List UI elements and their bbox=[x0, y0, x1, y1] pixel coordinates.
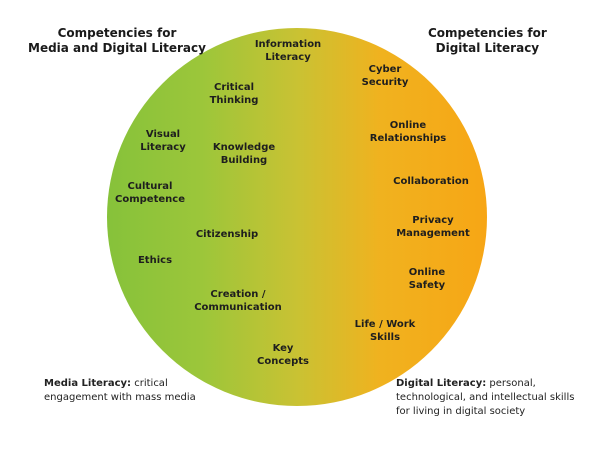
header-line: Digital Literacy bbox=[435, 41, 540, 55]
note-digital-literacy: Digital Literacy: personal, technologica… bbox=[396, 377, 574, 419]
label-line: Online bbox=[389, 120, 427, 131]
note-line: Digital Literacy: personal, bbox=[396, 377, 574, 391]
label-line: Life / Work bbox=[354, 319, 416, 330]
label-line: Citizenship bbox=[195, 229, 259, 240]
header-line: Media and Digital Literacy bbox=[28, 41, 206, 55]
label-visual-literacy: Visual Literacy bbox=[140, 128, 186, 154]
label-knowledge-building: Knowledge Building bbox=[213, 141, 275, 167]
competency-circle bbox=[107, 28, 487, 406]
label-collaboration: Collaboration bbox=[393, 175, 469, 188]
label-line: Skills bbox=[369, 332, 401, 343]
label-line: Relationships bbox=[369, 133, 447, 144]
label-ethics: Ethics bbox=[138, 254, 172, 267]
label-line: Cultural bbox=[127, 181, 173, 192]
label-line: Security bbox=[361, 77, 409, 88]
label-citizenship: Citizenship bbox=[196, 228, 258, 241]
label-key-concepts: Key Concepts bbox=[257, 342, 309, 368]
label-cultural-competence: Cultural Competence bbox=[115, 180, 185, 206]
header-digital: Competencies for Digital Literacy bbox=[428, 26, 547, 56]
label-line: Competence bbox=[115, 194, 185, 205]
label-line: Communication bbox=[194, 302, 282, 313]
label-line: Thinking bbox=[209, 95, 259, 106]
label-online-relationships: Online Relationships bbox=[370, 119, 446, 145]
note-line: Media Literacy: critical bbox=[44, 377, 196, 391]
label-line: Building bbox=[220, 155, 268, 166]
label-line: Concepts bbox=[257, 356, 309, 367]
label-creation-communication: Creation / Communication bbox=[194, 288, 282, 314]
label-line: Cyber bbox=[368, 64, 402, 75]
label-line: Critical bbox=[213, 82, 254, 93]
label-line: Visual bbox=[145, 129, 181, 140]
label-line: Management bbox=[396, 228, 470, 239]
label-information-literacy: Information Literacy bbox=[255, 38, 321, 64]
label-line: Ethics bbox=[137, 255, 173, 266]
header-line: Competencies for bbox=[57, 26, 177, 40]
label-line: Literacy bbox=[265, 52, 311, 63]
note-text: critical bbox=[131, 378, 168, 389]
label-privacy-management: Privacy Management bbox=[396, 214, 470, 240]
note-media-literacy: Media Literacy: critical engagement with… bbox=[44, 377, 196, 405]
note-term: Media Literacy: bbox=[44, 378, 132, 389]
label-life-work-skills: Life / Work Skills bbox=[355, 318, 416, 344]
note-term: Digital Literacy: bbox=[396, 378, 487, 389]
label-line: Online bbox=[408, 267, 446, 278]
label-line: Privacy bbox=[412, 215, 454, 226]
label-line: Creation / bbox=[210, 289, 266, 300]
note-line: technological, and intellectual skills bbox=[396, 392, 575, 403]
label-online-safety: Online Safety bbox=[409, 266, 445, 292]
label-line: Knowledge bbox=[212, 142, 276, 153]
note-line: for living in digital society bbox=[396, 406, 526, 417]
label-cyber-security: Cyber Security bbox=[362, 63, 409, 89]
label-line: Literacy bbox=[140, 142, 186, 153]
label-line: Collaboration bbox=[393, 176, 469, 187]
label-critical-thinking: Critical Thinking bbox=[210, 81, 259, 107]
note-line: engagement with mass media bbox=[44, 392, 196, 403]
label-line: Key bbox=[272, 343, 294, 354]
label-line: Safety bbox=[408, 280, 446, 291]
label-line: Information bbox=[254, 39, 322, 50]
note-text: personal, bbox=[486, 378, 536, 389]
header-line: Competencies for bbox=[428, 26, 547, 40]
header-media-digital: Competencies for Media and Digital Liter… bbox=[28, 26, 206, 56]
